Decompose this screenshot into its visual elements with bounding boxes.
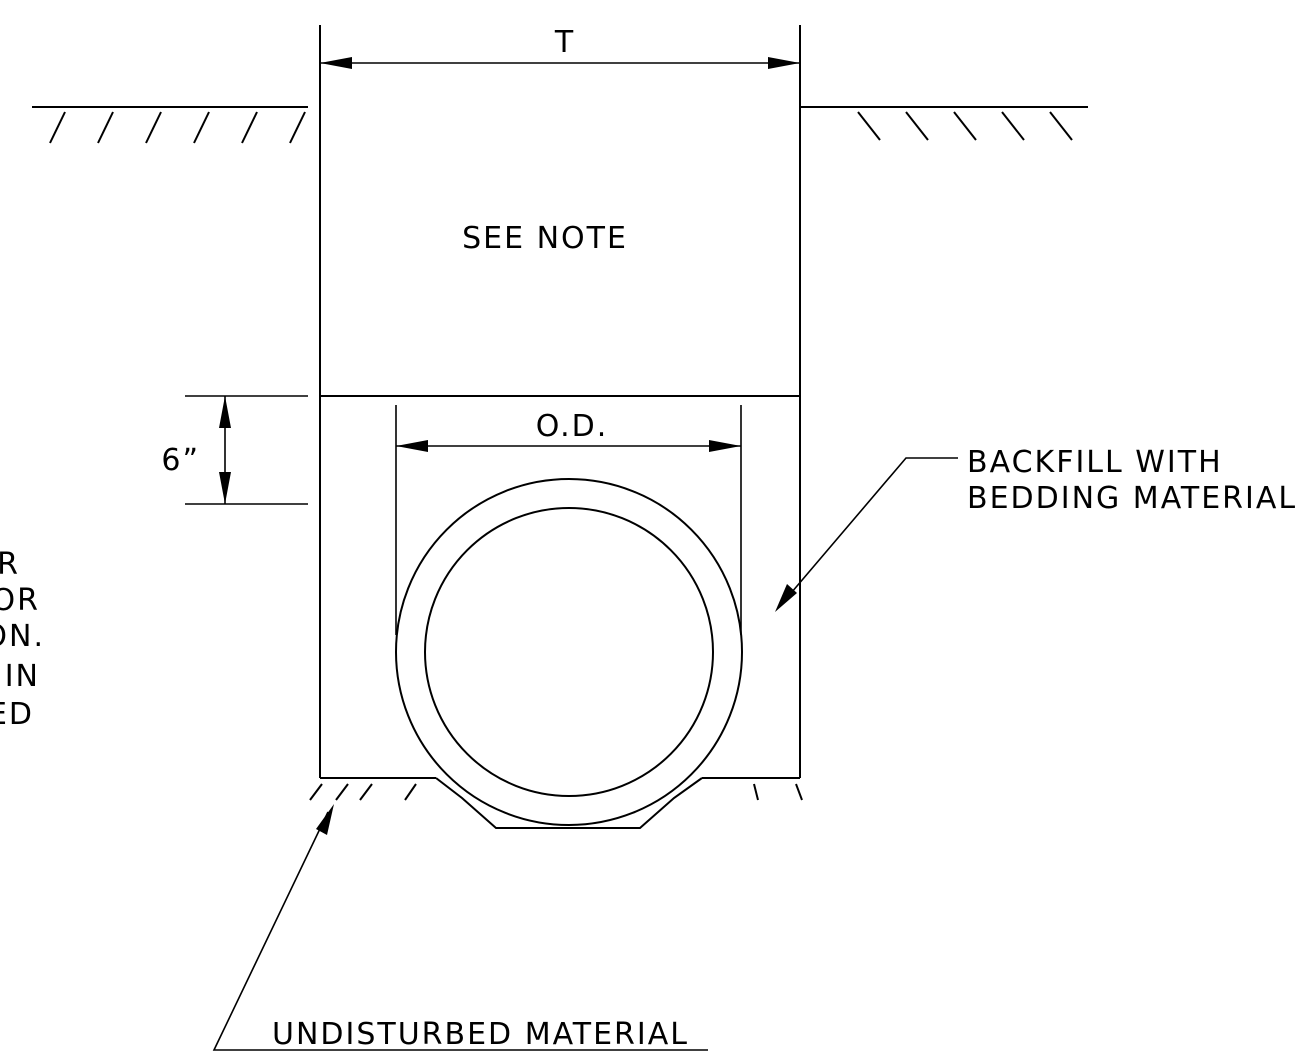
dimension-arrow-left — [320, 57, 352, 69]
depth-arrow-bottom — [219, 472, 231, 504]
od-arrow-right — [709, 440, 741, 452]
undisturbed-label: UNDISTURBED MATERIAL — [272, 1017, 689, 1052]
bedding-cradle — [435, 777, 703, 829]
od-arrow-left — [396, 440, 428, 452]
trench-walls — [319, 25, 801, 778]
depth-arrow-top — [219, 396, 231, 428]
see-note-label: SEE NOTE — [462, 221, 628, 256]
backfill-label-line2: BEDDING MATERIAL — [967, 481, 1297, 516]
bedding-depth-label: 6” — [161, 443, 200, 478]
earth-hatch-right — [857, 111, 1073, 141]
dimension-arrow-right — [768, 57, 800, 69]
backfill-arrow — [775, 584, 797, 612]
undisturbed-arrow — [316, 804, 334, 835]
pipe-outer-wall — [395, 478, 743, 826]
clipped-note-line4: IN — [5, 659, 40, 694]
undisturbed-leader: UNDISTURBED MATERIAL — [212, 804, 708, 1052]
clipped-note-line2: OR — [0, 583, 40, 618]
clipped-note-line3: ON. — [0, 619, 45, 654]
backfill-leader: BACKFILL WITH BEDDING MATERIAL — [775, 445, 1297, 612]
clipped-note-line1: R — [0, 547, 20, 582]
pipe — [395, 478, 743, 826]
outside-diameter-dimension: O.D. — [395, 405, 742, 635]
clipped-note-line5: ED — [0, 697, 34, 732]
backfill-label-line1: BACKFILL WITH — [967, 445, 1223, 480]
trench-bottom — [320, 777, 800, 829]
earth-hatch-left — [49, 111, 306, 144]
trench-width-dimension: T — [320, 25, 800, 69]
outside-diameter-label: O.D. — [536, 409, 609, 444]
pipe-inner-wall — [424, 507, 714, 797]
clipped-note: R OR ON. IN ED — [0, 547, 45, 732]
bedding-depth-dimension: 6” — [161, 395, 308, 505]
trench-width-label: T — [554, 25, 575, 60]
earth-hatch-bottom — [309, 783, 803, 801]
